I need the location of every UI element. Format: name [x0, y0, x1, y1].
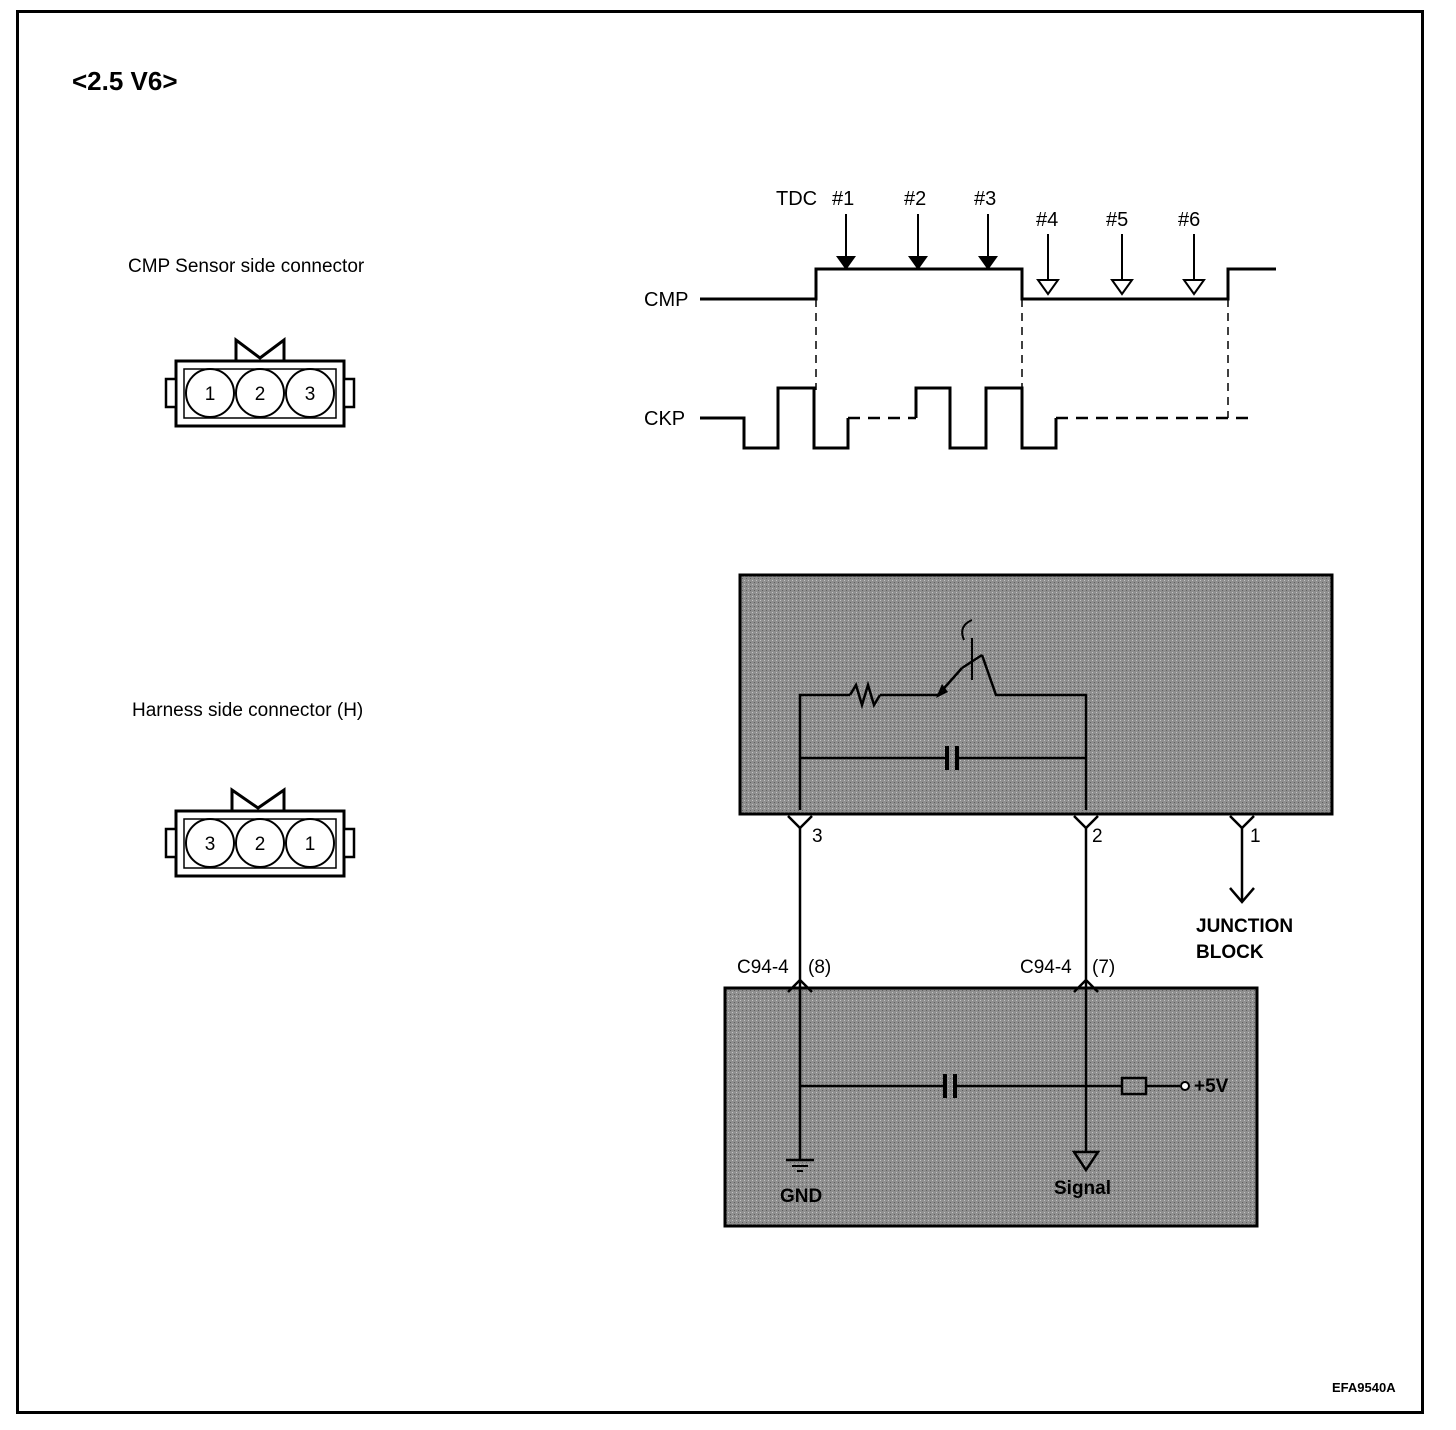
page-frame — [16, 10, 1424, 1414]
ecm-box — [723, 986, 1259, 1228]
pin-circle — [235, 368, 285, 418]
pin-number: 3 — [205, 834, 216, 855]
terminal-number: 2 — [1092, 826, 1103, 847]
harness-side-connector: 3 2 1 — [164, 787, 356, 878]
tdc-marker-6: #6 — [1178, 209, 1200, 231]
ecm-connector-id: C94-4 — [737, 957, 789, 978]
wiring-schematic: 3 2 1 JUNCTION BLOCK C94-4 (8) C94-4 (7)… — [723, 573, 1334, 1228]
tdc-arrowhead-1 — [836, 256, 856, 270]
ckp-waveform-a — [700, 386, 850, 450]
resistor-symbol — [848, 680, 882, 710]
ecm-connector-id: C94-4 — [1020, 957, 1072, 978]
supply-label: +5V — [1194, 1076, 1229, 1097]
connector-left-tab — [164, 827, 178, 859]
gnd-label: GND — [780, 1186, 822, 1207]
signal-label: Signal — [1054, 1178, 1111, 1199]
tdc-arrowhead-3 — [978, 256, 998, 270]
tdc-arrowhead-5 — [1110, 279, 1134, 296]
transistor-arrow — [936, 684, 948, 698]
connector-right-tab — [342, 377, 356, 409]
pin-circle — [185, 368, 235, 418]
junction-arrow — [1229, 887, 1255, 904]
cmp-connector-label: CMP Sensor side connector — [128, 256, 365, 277]
terminal-number: 3 — [812, 826, 823, 847]
sensor-wire — [798, 693, 850, 810]
pin-number: 2 — [255, 384, 266, 405]
signal-input-symbol — [1071, 1150, 1101, 1173]
junction-block-label: JUNCTION — [1196, 916, 1293, 937]
tdc-marker-2: #2 — [904, 188, 926, 210]
connector-right-tab — [342, 827, 356, 859]
cmp-waveform — [700, 267, 1276, 301]
terminal-number: 1 — [1250, 826, 1261, 847]
harness-connector-label: Harness side connector (H) — [132, 700, 364, 721]
cmp-signal-label: CMP — [644, 289, 688, 311]
pin-circle — [185, 818, 235, 868]
supply-terminal — [1180, 1081, 1190, 1091]
tdc-label: TDC — [776, 188, 817, 210]
figure-code: EFA9540A — [1332, 1380, 1396, 1395]
pin-number: 1 — [305, 834, 316, 855]
tdc-marker-4: #4 — [1036, 209, 1058, 231]
pin-number: 1 — [205, 384, 216, 405]
engine-title: <2.5 V6> — [72, 66, 178, 96]
connector-left-tab — [164, 377, 178, 409]
hall-element — [961, 619, 973, 641]
pin-number: 2 — [255, 834, 266, 855]
connector-latch — [234, 337, 286, 361]
tdc-marker-1: #1 — [832, 188, 854, 210]
connector-latch — [230, 787, 286, 811]
ecm-connector-pin: (8) — [808, 957, 831, 978]
pin-circle — [235, 818, 285, 868]
tdc-marker-5: #5 — [1106, 209, 1128, 231]
pin-number: 3 — [305, 384, 316, 405]
pin-circle — [285, 368, 335, 418]
tdc-arrowhead-4 — [1036, 279, 1060, 296]
ckp-waveform-b — [914, 386, 1058, 450]
cmp-sensor-connector: 1 2 3 — [164, 337, 356, 428]
tdc-arrowhead-2 — [908, 256, 928, 270]
junction-block-label: BLOCK — [1196, 942, 1264, 963]
ecm-connector-pin: (7) — [1092, 957, 1115, 978]
sensor-wire — [980, 654, 1088, 810]
terminal-chevron — [787, 815, 813, 830]
timing-diagram: TDC #1 #2 #3 #4 #5 #6 CMP CKP — [644, 188, 1276, 450]
ckp-signal-label: CKP — [644, 408, 685, 430]
pin-circle — [285, 818, 335, 868]
tdc-arrowhead-6 — [1182, 279, 1206, 296]
tdc-marker-3: #3 — [974, 188, 996, 210]
